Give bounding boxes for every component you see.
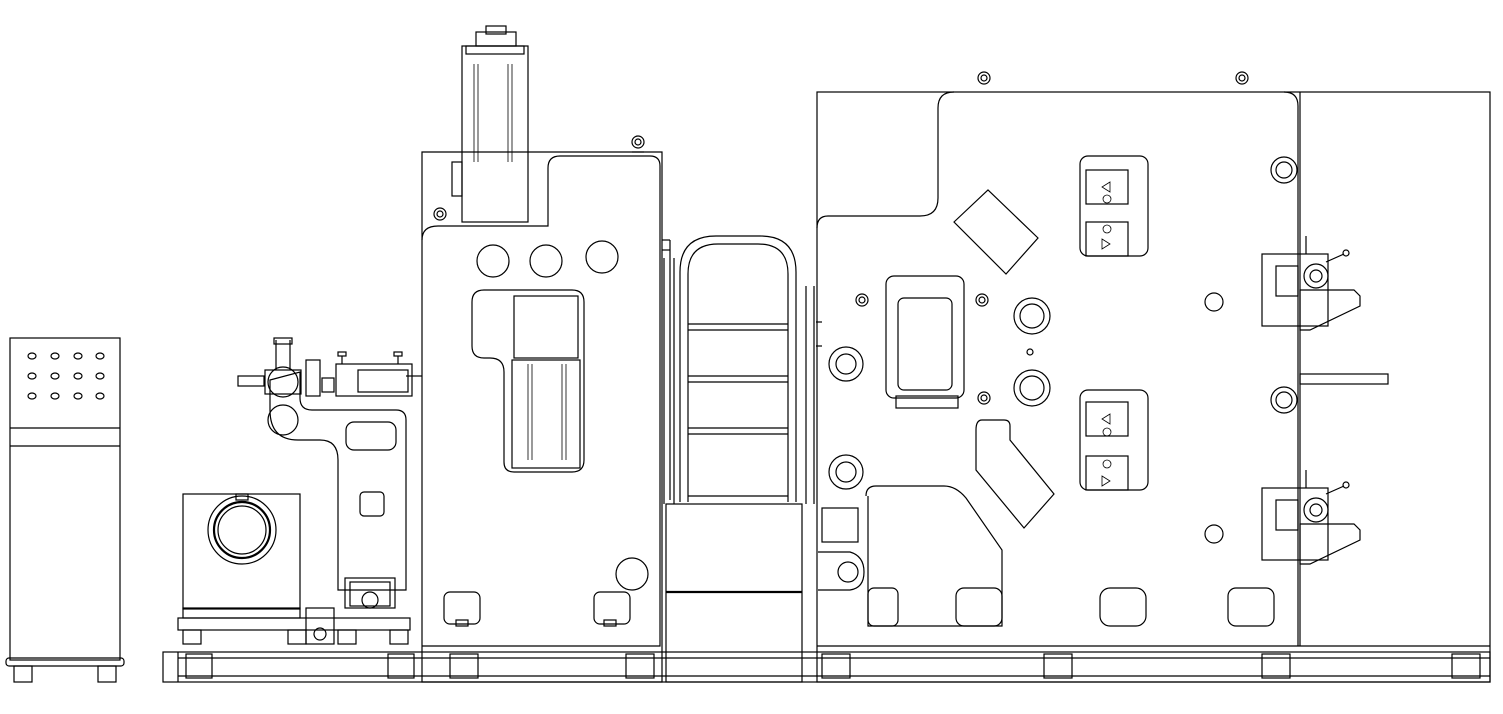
- cabinet-foot-left: [13, 665, 33, 683]
- calender-cassette-upper: [1079, 155, 1149, 257]
- cabinet-foot-right: [97, 665, 117, 683]
- tension-bracket-lower: [1261, 470, 1361, 565]
- base-rail: [162, 651, 1491, 683]
- coating-inner-outline: [422, 155, 661, 647]
- calender-outer-frame: [816, 91, 1491, 683]
- calender-idler-2: [828, 454, 864, 490]
- drying-calender-frame: [816, 71, 1491, 683]
- calender-cassette-lower: [1079, 389, 1149, 491]
- unwind-tension-head: [335, 363, 413, 397]
- coating-port-1: [476, 244, 510, 278]
- calender-inner-contour: [828, 91, 955, 217]
- calender-output-shaft: [1299, 373, 1389, 385]
- ladder-outer-rail: [679, 235, 797, 502]
- unwind-motor-box: [182, 493, 301, 610]
- access-ladder: [663, 235, 815, 683]
- coating-access-hatch-left: [443, 591, 481, 625]
- coating-access-hatch-right: [593, 591, 631, 625]
- unwind-drum-outer: [207, 495, 277, 565]
- cabinet-base: [5, 657, 125, 667]
- coating-window-opening: [471, 289, 585, 473]
- calender-roller-lower: [1013, 369, 1051, 407]
- calender-mount-plate: [821, 507, 859, 543]
- unwind-station: [177, 337, 422, 645]
- calender-panel-cutout: [885, 275, 965, 399]
- calender-right-roll-top: [1270, 156, 1298, 184]
- coating-top-cylinder: [461, 45, 529, 223]
- cabinet-body: [9, 337, 121, 661]
- unwind-knob: [313, 627, 327, 641]
- control-cabinet: [5, 337, 125, 683]
- cabinet-indicator-lamps: [27, 352, 105, 400]
- unwind-roller-top: [267, 366, 299, 398]
- calender-lower-opening: [865, 485, 1003, 627]
- calender-roller-upper: [1013, 297, 1051, 335]
- coating-port-lower: [615, 557, 649, 591]
- coating-port-2: [529, 244, 563, 278]
- unwind-roller-bottom: [267, 404, 299, 436]
- calender-small-port-2: [1204, 524, 1224, 544]
- calender-right-roll-middle: [1270, 386, 1298, 414]
- calender-chute: [975, 419, 1055, 529]
- leveling-feet: [185, 653, 1481, 679]
- coating-head-frame: [421, 25, 671, 683]
- calender-diamond-window: [953, 189, 1039, 275]
- calender-idler-1: [828, 346, 864, 382]
- calender-small-port-1: [1204, 292, 1224, 312]
- unwind-frame-slot: [345, 421, 397, 451]
- unwind-side-frame: [269, 371, 407, 591]
- tension-bracket-upper: [1261, 236, 1361, 331]
- coating-port-3: [585, 240, 619, 274]
- unwind-carriage: [177, 617, 411, 631]
- coating-outer-frame: [421, 151, 663, 683]
